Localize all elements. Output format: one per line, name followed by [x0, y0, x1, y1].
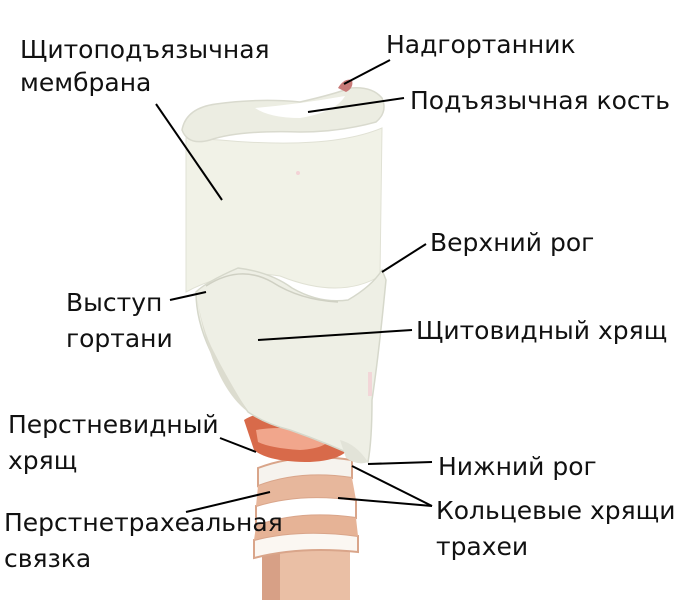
label-inferior-horn: Нижний рог [438, 452, 597, 481]
label-cricoid-cartilage-line1: Перстневидный [8, 410, 219, 439]
trachea-gap [254, 515, 358, 540]
epiglottis-tip [338, 79, 353, 92]
thyrohyoid-membrane-shape [185, 127, 383, 293]
label-epiglottis: Надгортанник [386, 30, 576, 59]
leader-thyrohyoid-membrane [155, 103, 223, 201]
leader-epiglottis [343, 59, 391, 85]
label-superior-horn: Верхний рог [430, 228, 595, 257]
label-thyrohyoid-membrane-line2: мембрана [20, 68, 152, 97]
leader-superior-horn [381, 243, 427, 273]
label-thyroid-cartilage: Щитовидный хрящ [416, 316, 668, 345]
label-thyrohyoid-membrane-line1: Щитоподъязычная [20, 35, 270, 64]
thyroid-rim [205, 273, 339, 303]
pink-tint [368, 372, 372, 396]
leader-thyroid [257, 329, 413, 341]
label-hyoid-bone: Подъязычная кость [410, 86, 670, 115]
label-laryngeal-prominence-line2: гортани [66, 324, 173, 353]
leader-prominence [169, 291, 207, 301]
marker-dot [296, 171, 300, 175]
leader-lines [155, 59, 433, 513]
label-tracheal-rings-line2: трахеи [436, 532, 529, 561]
inferior-horn-shape [340, 440, 368, 464]
label-tracheal-rings-line1: Кольцевые хрящи [436, 496, 676, 525]
leader-hyoid [307, 97, 405, 113]
label-cricotracheal-ligament-line2: связка [4, 544, 92, 573]
leader-cricotracheal [185, 491, 271, 513]
leader-tracheal-rings-2 [337, 497, 433, 507]
label-cricotracheal-ligament-line1: Перстнетрахеальная [4, 508, 283, 537]
leader-inferior-horn [367, 461, 433, 465]
label-cricoid-cartilage-line2: хрящ [8, 446, 78, 475]
hyoid-shadow [255, 96, 345, 118]
leader-tracheal-rings-1 [351, 465, 433, 507]
cricotracheal-ligament-shape [256, 475, 356, 506]
label-laryngeal-prominence-line1: Выступ [66, 288, 163, 317]
tracheal-ring [253, 531, 359, 560]
leader-cricoid [219, 437, 257, 453]
